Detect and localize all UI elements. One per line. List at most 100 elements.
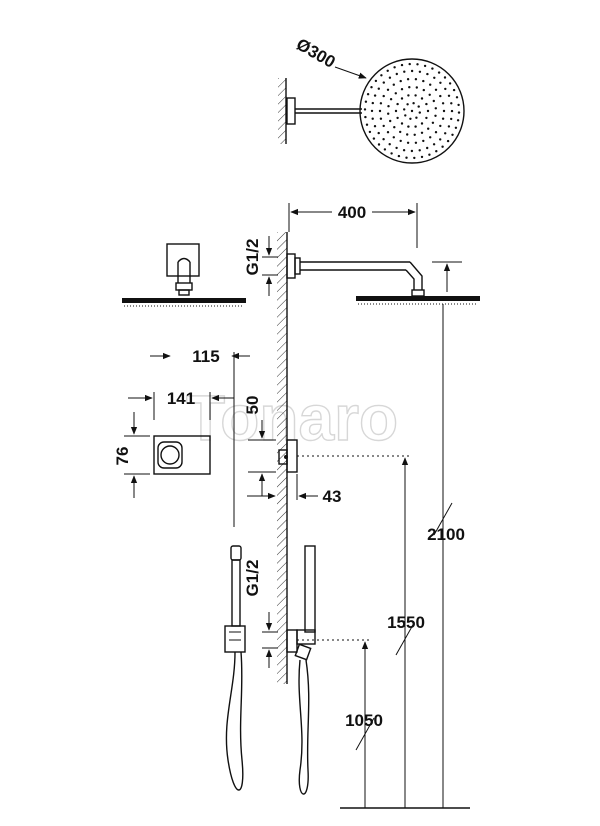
plate-width-label: 141 (167, 389, 195, 408)
nozzle-dot (370, 109, 374, 113)
nozzle-dot (379, 102, 383, 105)
nozzle-dot (455, 96, 459, 99)
nozzle-dot (382, 124, 385, 128)
nozzle-dot (396, 102, 399, 106)
nozzle-dot (406, 103, 409, 106)
nozzle-dot (441, 145, 444, 148)
nozzle-dot (371, 117, 374, 120)
nozzle-dot (439, 81, 442, 85)
shower-head-nozzles (363, 62, 461, 160)
nozzle-dot (443, 76, 447, 79)
nozzle-dot (405, 156, 408, 159)
nozzle-dot (393, 126, 396, 129)
nozzle-dot (380, 74, 383, 77)
nozzle-dot (439, 124, 442, 128)
nozzle-dot (431, 121, 435, 125)
round-shower-head (359, 58, 465, 164)
nozzle-dot (448, 82, 452, 85)
nozzle-dot (431, 67, 434, 70)
nozzle-dot (408, 62, 411, 66)
nozzle-dot (441, 117, 445, 120)
nozzle-dot (379, 117, 383, 120)
thermostatic-control-plate (153, 435, 211, 475)
nozzle-dot (373, 125, 377, 128)
nozzle-dot (428, 153, 431, 156)
nozzle-dot (390, 152, 393, 155)
nozzle-dot (447, 94, 451, 98)
nozzle-dot (456, 119, 460, 122)
nozzle-dot (429, 136, 432, 139)
nozzle-dot (377, 87, 380, 90)
nozzle-dot (389, 98, 393, 101)
nozzle-dot (426, 72, 429, 76)
nozzle-dot (365, 123, 369, 126)
nozzle-dot (374, 79, 378, 83)
nozzle-dot (402, 149, 406, 152)
nozzle-dot (400, 122, 404, 125)
wall-depth-label: 43 (323, 487, 342, 506)
nozzle-dot (452, 88, 456, 92)
nozzle-dot (382, 138, 385, 141)
nozzle-dot (389, 119, 392, 123)
nozzle-dot (382, 94, 385, 98)
square-shower-head-side (356, 296, 480, 305)
nozzle-dot (388, 76, 392, 79)
nozzle-dot (450, 109, 454, 113)
nozzle-dot (403, 70, 406, 73)
nozzle-dot (441, 102, 445, 105)
nozzle-dot (407, 94, 410, 97)
nozzle-dot (413, 133, 416, 136)
nozzle-dot (403, 108, 406, 111)
nozzle-dot (378, 109, 382, 113)
nozzle-dot (422, 88, 425, 92)
hand-shower-side-view (286, 545, 316, 795)
nozzle-dot (364, 100, 368, 103)
nozzle-dot (434, 131, 438, 134)
nozzle-dot (386, 69, 389, 73)
nozzle-dot (394, 92, 397, 95)
nozzle-dot (429, 83, 432, 86)
nozzle-dot (442, 109, 446, 113)
valve-height-label: 50 (243, 396, 262, 415)
total-height-label: 2100 (427, 525, 465, 544)
nozzle-dot (396, 116, 399, 120)
nozzle-dot (418, 111, 421, 114)
nozzle-dot (392, 83, 395, 86)
nozzle-dot (400, 97, 404, 100)
nozzle-dot (387, 105, 390, 108)
nozzle-dot (414, 125, 417, 128)
nozzle-dot (418, 70, 422, 74)
nozzle-dot (399, 79, 402, 83)
nozzle-dot (387, 112, 390, 115)
nozzle-dot (404, 114, 407, 117)
arm-length-label: 400 (338, 203, 366, 222)
nozzle-dot (427, 127, 430, 130)
nozzle-dot (406, 133, 409, 136)
nozzle-dot (400, 63, 404, 67)
nozzle-dot (395, 72, 398, 76)
nozzle-dot (392, 136, 395, 139)
nozzle-dot (371, 101, 374, 105)
nozzle-dot (415, 116, 418, 119)
nozzle-dot (414, 141, 418, 144)
top-shower-arm (286, 97, 362, 125)
nozzle-dot (364, 115, 367, 119)
nozzle-dot (418, 149, 421, 152)
nozzle-dot (395, 146, 398, 150)
nozzle-dot (432, 99, 435, 103)
nozzle-dot (433, 76, 436, 80)
nozzle-dot (437, 71, 441, 74)
nozzle-dot (394, 109, 398, 113)
nozzle-dot (432, 143, 436, 146)
square-head-front-view (122, 243, 246, 307)
valve-floor-height-label: 1550 (387, 613, 425, 632)
nozzle-dot (363, 108, 367, 111)
nozzle-dot (426, 109, 430, 113)
nozzle-dot (444, 87, 447, 91)
nozzle-dot (407, 125, 410, 128)
nozzle-dot (416, 63, 419, 66)
nozzle-dot (425, 116, 428, 120)
nozzle-dot (428, 93, 431, 97)
nozzle-dot (400, 88, 404, 91)
